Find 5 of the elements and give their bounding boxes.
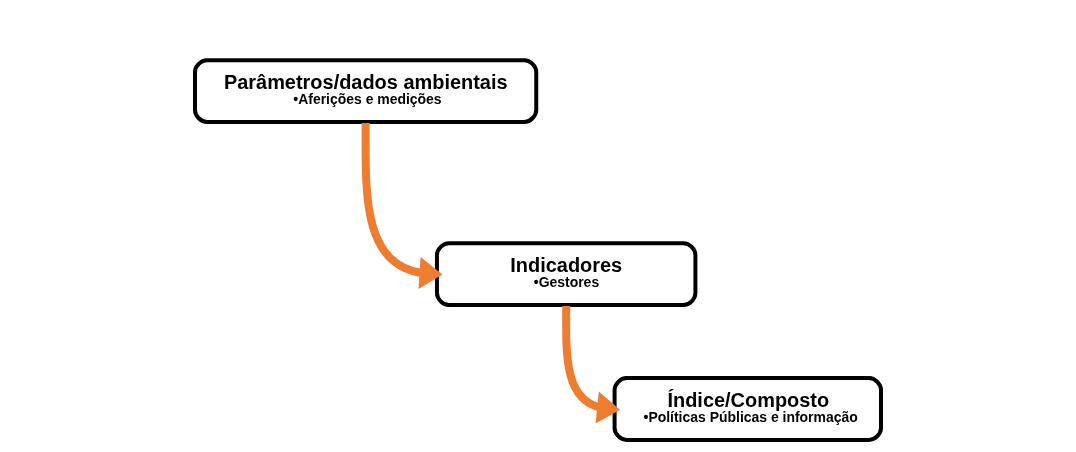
node-box: Índice/Composto •Políticas Públicas e informação	[612, 376, 883, 442]
arrow	[361, 123, 443, 290]
arrow	[562, 306, 620, 424]
node-box: Indicadores •Gestores	[434, 241, 698, 308]
node-box: Parâmetros/dados ambientais •Aferições e medições	[193, 58, 539, 124]
